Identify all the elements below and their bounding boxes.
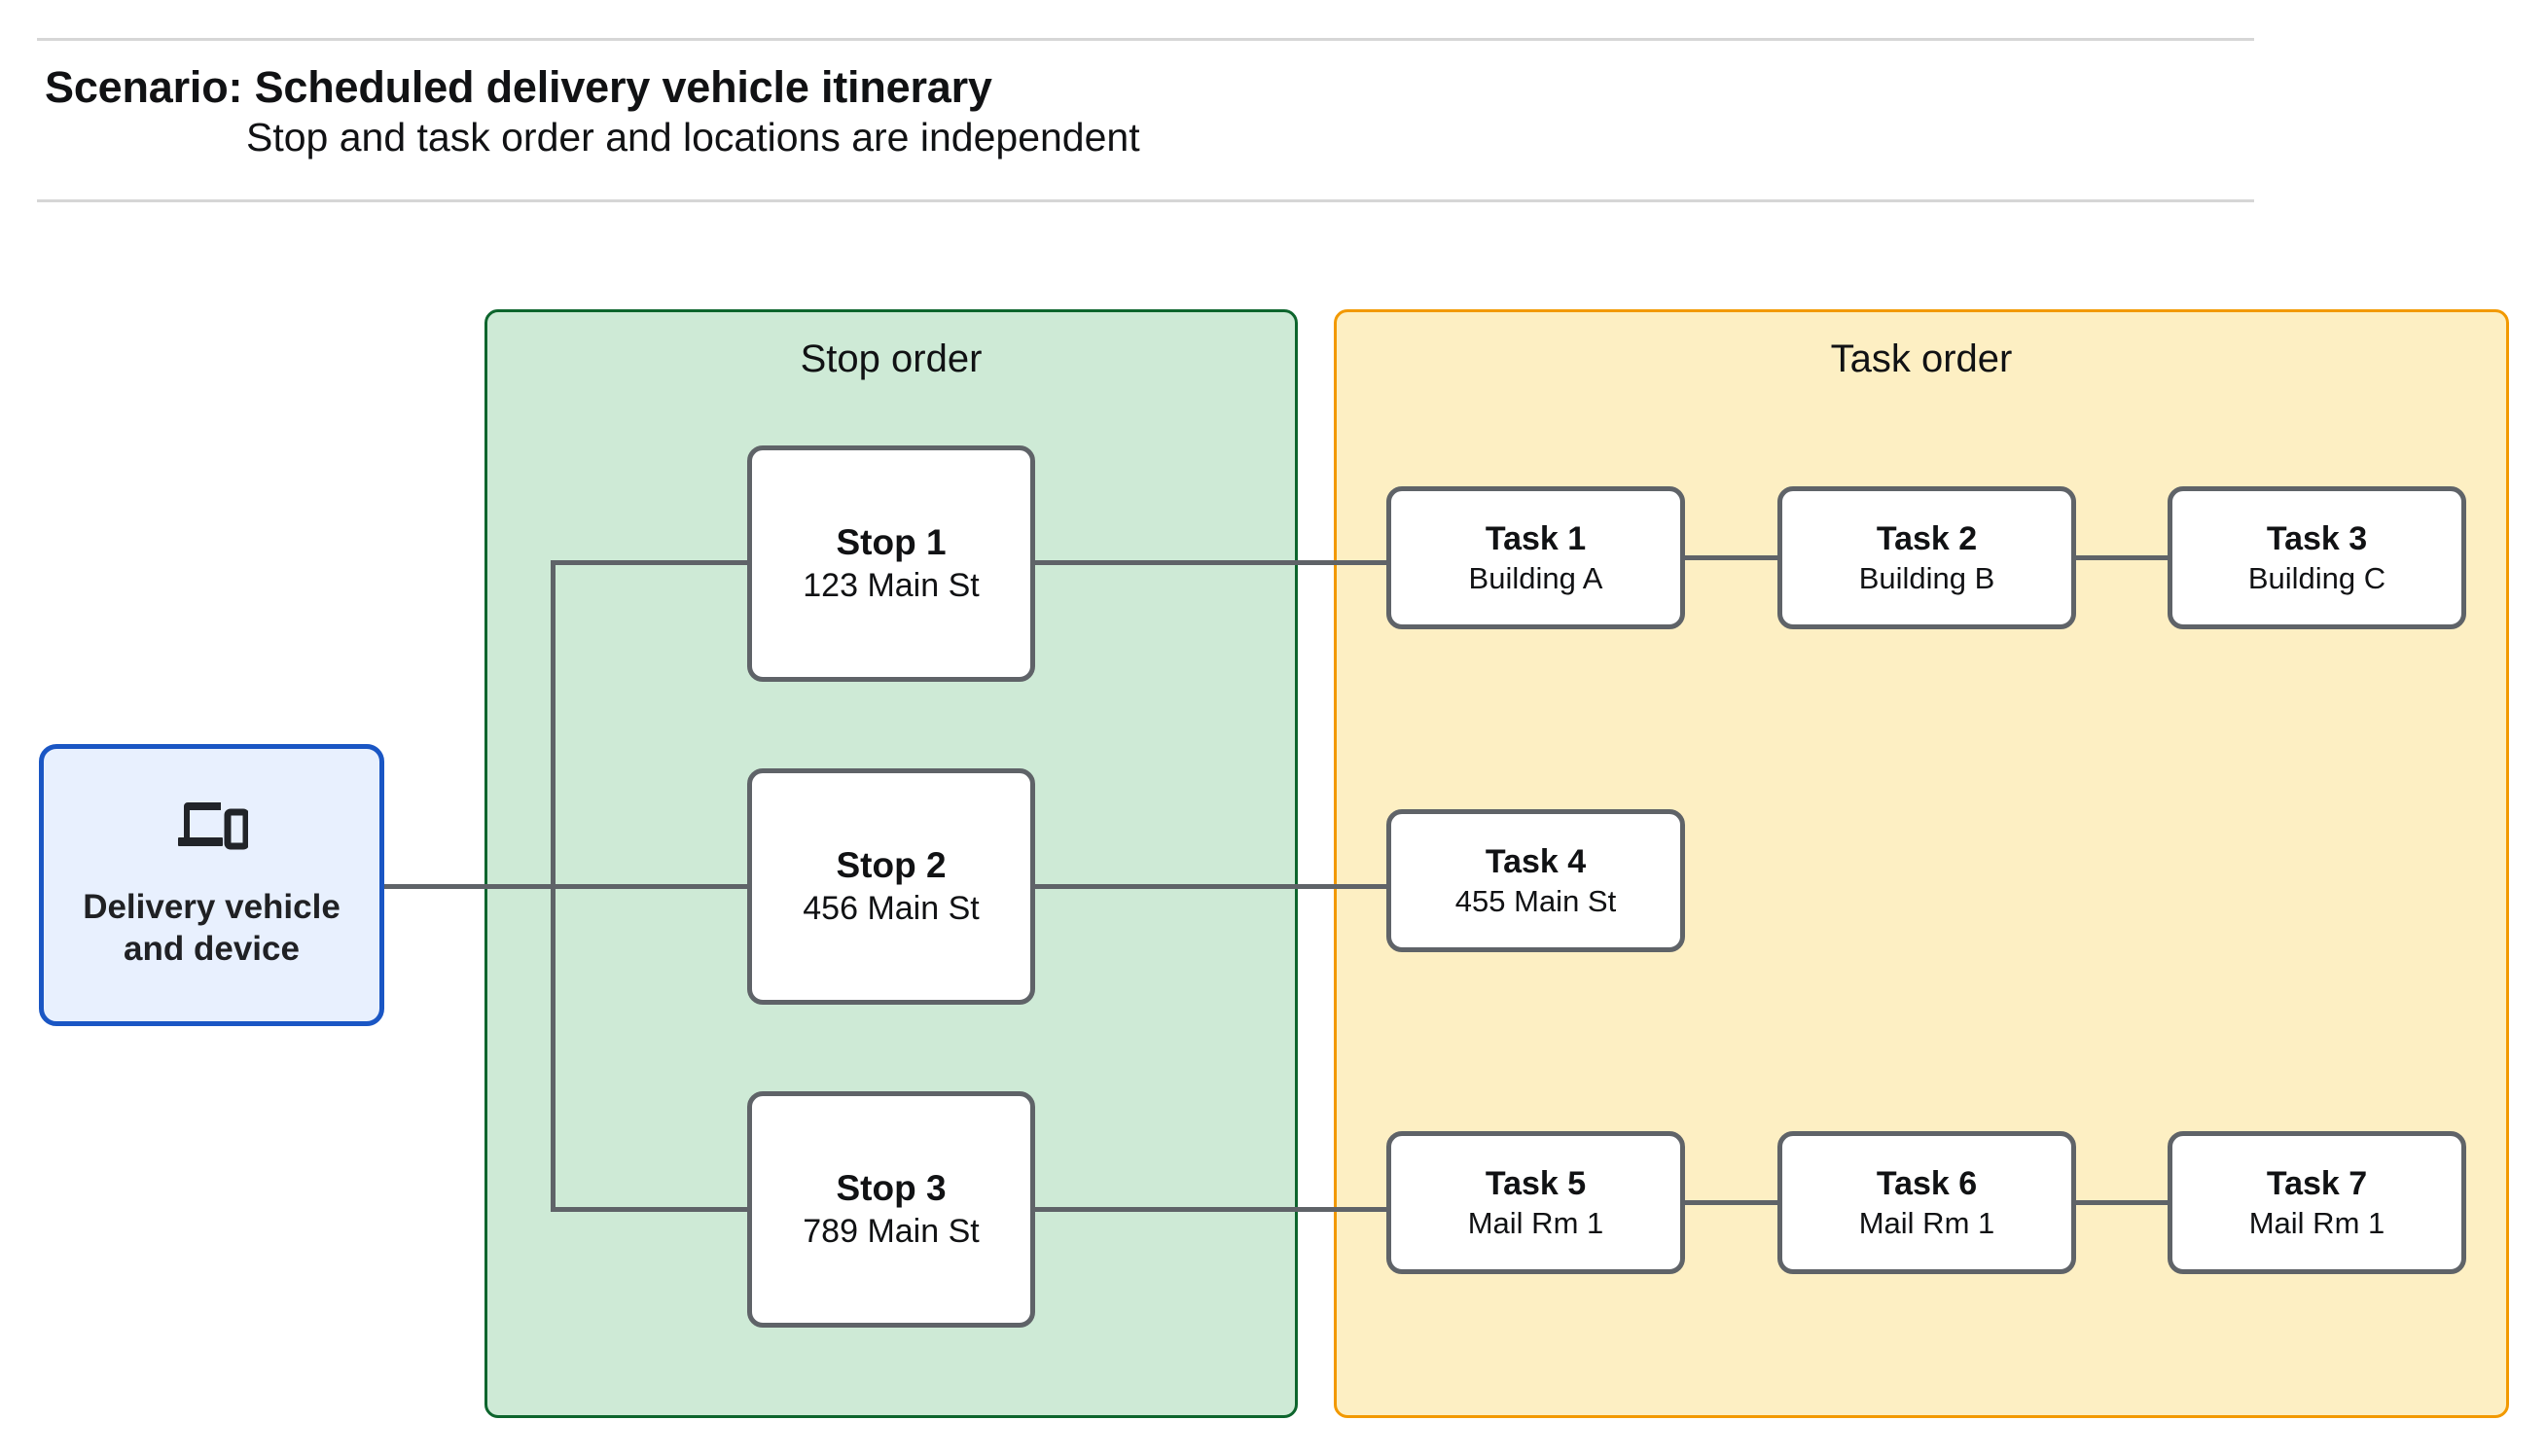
node-task-5[interactable]: Task 5 Mail Rm 1 [1386,1131,1685,1274]
node-task-7-title: Task 7 [2266,1164,2368,1202]
devices-icon [176,800,249,864]
page-title: Scenario: Scheduled delivery vehicle iti… [45,62,992,112]
node-task-4[interactable]: Task 4 455 Main St [1386,809,1685,952]
connector-stop-3-to-task-5 [1031,1207,1390,1212]
connector-task-2-to-task-3 [2072,555,2171,560]
node-task-7-location: Mail Rm 1 [2248,1205,2385,1240]
node-stop-3[interactable]: Stop 3 789 Main St [747,1091,1035,1328]
connector-vehicle-to-trunk [384,884,556,889]
node-task-1-title: Task 1 [1485,519,1587,557]
node-task-1-location: Building A [1468,560,1603,595]
node-task-6[interactable]: Task 6 Mail Rm 1 [1777,1131,2076,1274]
node-stop-3-address: 789 Main St [803,1212,980,1250]
connector-trunk-to-stop-2 [551,884,751,889]
node-task-4-location: 455 Main St [1454,883,1617,918]
connector-task-5-to-task-6 [1681,1200,1781,1205]
group-title-stop-order: Stop order [800,337,983,380]
node-task-2-title: Task 2 [1876,519,1978,557]
header-divider-bottom [37,199,2254,202]
node-task-3-title: Task 3 [2266,519,2368,557]
node-task-6-title: Task 6 [1876,1164,1978,1202]
node-stop-2-title: Stop 2 [836,845,947,886]
node-delivery-vehicle-label: Delivery vehicle and device [83,887,341,970]
node-task-6-location: Mail Rm 1 [1858,1205,1995,1240]
node-stop-2-address: 456 Main St [803,889,980,927]
vehicle-label-line-1: Delivery vehicle [83,887,341,926]
node-task-2[interactable]: Task 2 Building B [1777,486,2076,629]
connector-task-1-to-task-2 [1681,555,1781,560]
node-task-7[interactable]: Task 7 Mail Rm 1 [2168,1131,2466,1274]
node-task-1[interactable]: Task 1 Building A [1386,486,1685,629]
connector-task-6-to-task-7 [2072,1200,2171,1205]
node-task-2-location: Building B [1858,560,1995,595]
vehicle-label-line-2: and device [124,929,300,968]
node-stop-1[interactable]: Stop 1 123 Main St [747,445,1035,682]
node-stop-1-address: 123 Main St [803,566,980,604]
node-stop-3-title: Stop 3 [836,1168,947,1209]
node-delivery-vehicle[interactable]: Delivery vehicle and device [39,744,384,1026]
connector-stop-2-to-task-4 [1031,884,1390,889]
node-stop-2[interactable]: Stop 2 456 Main St [747,768,1035,1005]
connector-trunk-to-stop-1 [551,560,751,565]
node-task-3[interactable]: Task 3 Building C [2168,486,2466,629]
node-task-3-location: Building C [2247,560,2386,595]
header-divider-top [37,38,2254,41]
page-subtitle: Stop and task order and locations are in… [246,115,1140,160]
node-stop-1-title: Stop 1 [836,522,947,563]
node-task-4-title: Task 4 [1485,842,1587,880]
group-title-task-order: Task order [1830,337,2013,380]
node-task-5-title: Task 5 [1485,1164,1587,1202]
connector-trunk-to-stop-3 [551,1207,751,1212]
connector-stop-1-to-task-1 [1031,560,1390,565]
node-task-5-location: Mail Rm 1 [1467,1205,1604,1240]
